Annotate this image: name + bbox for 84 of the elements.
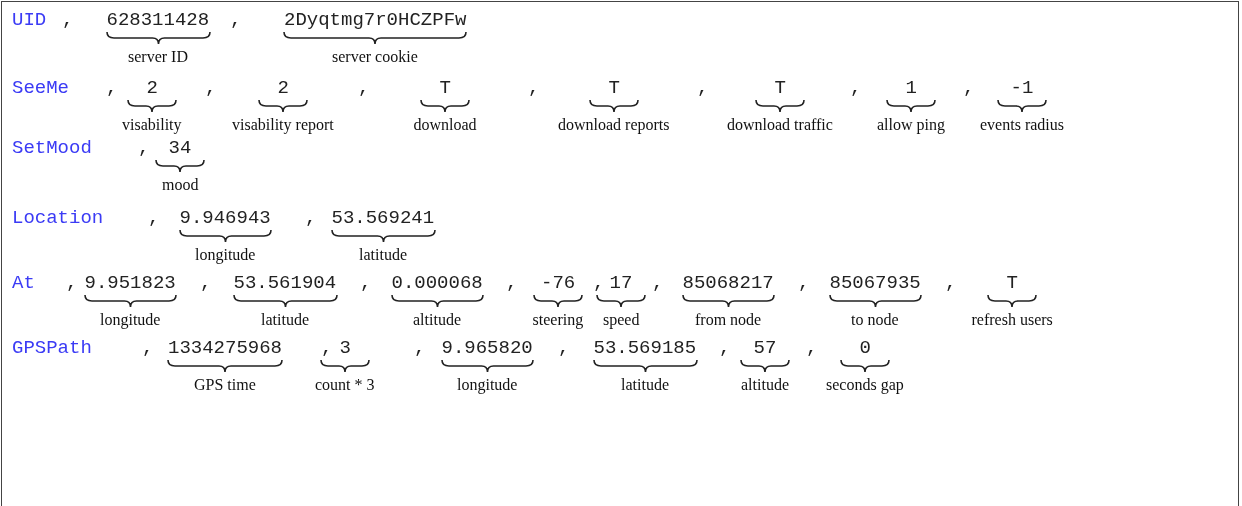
comma: , (305, 207, 317, 229)
comma: , (558, 337, 570, 359)
comma: , (798, 272, 810, 294)
comma: , (652, 272, 664, 294)
field-description: latitude (261, 311, 309, 329)
message-keyword: SeeMe (12, 77, 69, 99)
field-description: from node (695, 311, 762, 329)
comma: , (697, 77, 709, 99)
comma: , (62, 9, 74, 31)
field-description: server ID (128, 48, 188, 66)
field-value: T (774, 77, 786, 99)
field-value: 9.965820 (441, 337, 533, 359)
comma: , (806, 337, 818, 359)
message-keyword: Location (12, 207, 104, 229)
field-value: -1 (1010, 77, 1034, 99)
comma: , (945, 272, 957, 294)
comma: , (414, 337, 426, 359)
field-value: 2 (146, 77, 158, 99)
comma: , (528, 77, 540, 99)
field-value: T (439, 77, 451, 99)
field-description: altitude (741, 376, 789, 394)
comma: , (230, 9, 242, 31)
field-description: download traffic (727, 116, 833, 134)
field-value: 1334275968 (168, 337, 283, 359)
comma: , (593, 272, 605, 294)
field-value: 9.946943 (179, 207, 271, 229)
comma: , (963, 77, 975, 99)
field-value: 17 (609, 272, 633, 294)
field-value: 34 (168, 137, 192, 159)
comma: , (200, 272, 212, 294)
field-description: longitude (457, 376, 518, 394)
field-description: latitude (359, 246, 407, 264)
field-description: download (413, 116, 477, 134)
field-description: latitude (621, 376, 669, 394)
field-description: mood (162, 176, 199, 194)
comma: , (358, 77, 370, 99)
field-value: 1 (905, 77, 917, 99)
field-value: -76 (541, 272, 576, 294)
field-description: refresh users (971, 311, 1053, 329)
field-description: visability report (232, 116, 334, 134)
field-value: 2 (277, 77, 289, 99)
comma: , (148, 207, 160, 229)
field-description: longitude (195, 246, 256, 264)
field-value: 53.561904 (233, 272, 337, 294)
comma: , (138, 137, 150, 159)
message-keyword: GPSPath (12, 337, 92, 359)
field-value: 628311428 (106, 9, 210, 31)
message-keyword: UID (12, 9, 47, 31)
field-description: server cookie (332, 48, 418, 66)
field-value: 0.000068 (391, 272, 483, 294)
field-description: altitude (413, 311, 461, 329)
field-description: to node (851, 311, 899, 329)
field-description: download reports (558, 116, 670, 134)
field-description: allow ping (877, 116, 945, 134)
message-keyword: SetMood (12, 137, 92, 159)
comma: , (360, 272, 372, 294)
field-description: seconds gap (826, 376, 904, 394)
field-description: longitude (100, 311, 161, 329)
field-value: 53.569185 (593, 337, 697, 359)
field-value: 57 (753, 337, 777, 359)
field-value: 53.569241 (331, 207, 435, 229)
comma: , (106, 77, 118, 99)
field-value: 85068217 (682, 272, 774, 294)
field-description: steering (532, 311, 584, 329)
field-value: T (1006, 272, 1018, 294)
comma: , (66, 272, 78, 294)
field-description: visability (122, 116, 182, 134)
field-value: 2Dyqtmg7r0HCZPFw (284, 9, 467, 31)
comma: , (142, 337, 154, 359)
field-description: events radius (980, 116, 1064, 134)
comma: , (850, 77, 862, 99)
comma: , (719, 337, 731, 359)
field-description: count * 3 (315, 376, 375, 394)
field-description: speed (603, 311, 640, 329)
comma: , (321, 337, 333, 359)
comma: , (205, 77, 217, 99)
field-value: 0 (859, 337, 871, 359)
field-value: 9.951823 (84, 272, 176, 294)
field-value: 85067935 (829, 272, 921, 294)
field-description: GPS time (194, 376, 256, 394)
comma: , (506, 272, 518, 294)
message-keyword: At (12, 272, 35, 294)
field-value: 3 (339, 337, 351, 359)
field-value: T (608, 77, 620, 99)
